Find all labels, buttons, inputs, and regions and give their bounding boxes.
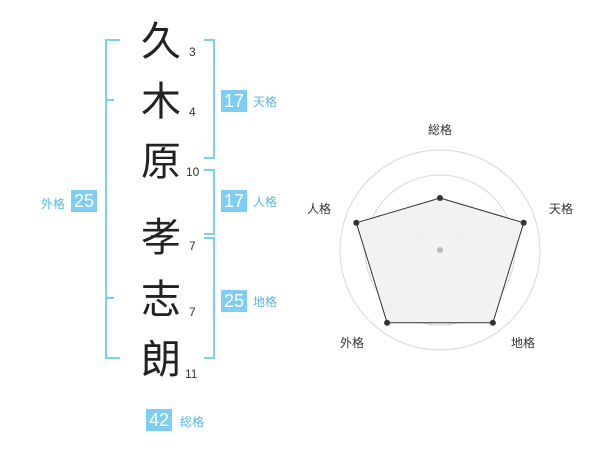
stroke-count-3: 10 <box>186 165 200 179</box>
name-char-1: 久 <box>141 19 181 65</box>
gaikaku-bracket <box>105 39 120 359</box>
radar-axis-label-soukaku: 総格 <box>428 123 453 137</box>
chikaku-score: 25 <box>221 290 248 312</box>
jinkaku-score: 17 <box>221 190 248 212</box>
stroke-count-1: 3 <box>189 45 196 59</box>
stroke-count-6: 11 <box>185 367 198 381</box>
chikaku-bracket <box>204 237 215 359</box>
radar-area <box>355 197 525 324</box>
radar-point-4 <box>384 319 391 326</box>
stroke-count-4: 7 <box>189 239 196 253</box>
radar-axis-label-gaikaku: 外格 <box>340 336 365 350</box>
radar-point-5 <box>353 219 360 226</box>
name-char-2: 木 <box>141 79 181 125</box>
soukaku-label: 総格 <box>180 415 205 429</box>
radar-axis-label-chikaku: 地格 <box>511 336 536 350</box>
radar-axis-label-jinkaku: 人格 <box>307 202 332 216</box>
radar-axis-label-tenkaku: 天格 <box>549 202 574 216</box>
gaikaku-label: 外格 <box>41 197 66 211</box>
radar-points <box>353 195 527 326</box>
radar-center-dot <box>437 247 443 253</box>
chikaku-label: 地格 <box>253 295 278 309</box>
soukaku-score: 42 <box>146 409 173 431</box>
radar-point-1 <box>437 195 443 201</box>
stroke-count-5: 7 <box>189 305 196 319</box>
radar-point-3 <box>489 319 496 326</box>
name-char-3: 原 <box>141 139 181 185</box>
name-char-5: 志 <box>141 277 181 323</box>
tenkaku-score: 17 <box>221 90 248 112</box>
jinkaku-label: 人格 <box>253 195 278 209</box>
gaikaku-score: 25 <box>71 190 98 212</box>
jinkaku-bracket <box>204 169 215 235</box>
name-char-6: 朗 <box>141 337 181 383</box>
tenkaku-bracket <box>204 39 215 159</box>
name-char-4: 孝 <box>141 215 181 261</box>
stroke-count-2: 4 <box>189 105 196 119</box>
radar-point-2 <box>520 219 527 226</box>
tenkaku-label: 天格 <box>253 95 278 109</box>
radar-ring-4 <box>339 149 541 351</box>
